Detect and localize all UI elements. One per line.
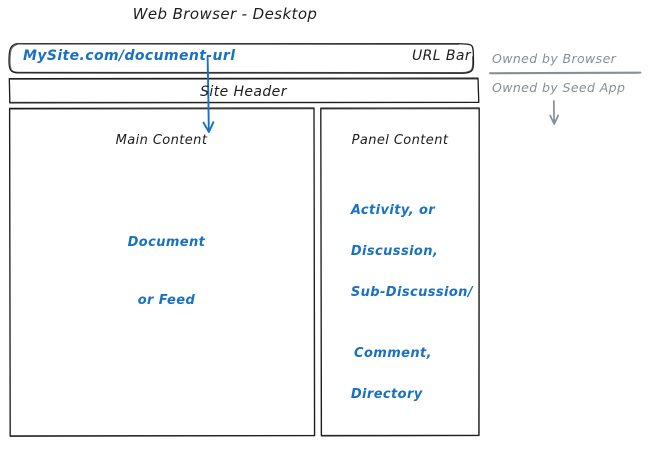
panel-content-line: Comment, <box>354 346 432 361</box>
main-content-outline[interactable] <box>8 107 316 437</box>
panel-content-line: Sub-Discussion/ <box>350 284 473 300</box>
url-input-value[interactable]: MySite.com/document-url <box>23 48 236 64</box>
page-title: Web Browser - Desktop <box>132 5 318 23</box>
panel-content-line: Activity, or <box>350 202 436 218</box>
ownership-app-label: Owned by Seed App <box>492 80 626 95</box>
panel-content-body: Activity, or Discussion, Sub-Discussion/… <box>341 180 481 406</box>
ownership-divider <box>489 71 642 75</box>
site-header-label: Site Header <box>200 84 287 100</box>
main-content-line: or Feed <box>137 293 196 308</box>
ownership-arrow-icon <box>549 100 560 125</box>
main-content-title: Main Content <box>115 133 208 148</box>
panel-content-title: Panel Content <box>351 133 449 148</box>
site-header-outline[interactable] <box>8 77 480 104</box>
panel-content-line: Discussion, <box>350 243 439 259</box>
panel-content-line: Directory <box>350 387 423 402</box>
ownership-browser-label: Owned by Browser <box>492 51 617 66</box>
url-to-content-arrow-icon <box>202 56 215 133</box>
main-content-body: Document or Feed <box>10 199 313 315</box>
url-bar-label: URL Bar <box>412 48 471 64</box>
url-bar-outline[interactable] <box>8 43 475 74</box>
main-content-line: Document <box>127 235 206 250</box>
panel-content-outline[interactable] <box>320 107 480 437</box>
